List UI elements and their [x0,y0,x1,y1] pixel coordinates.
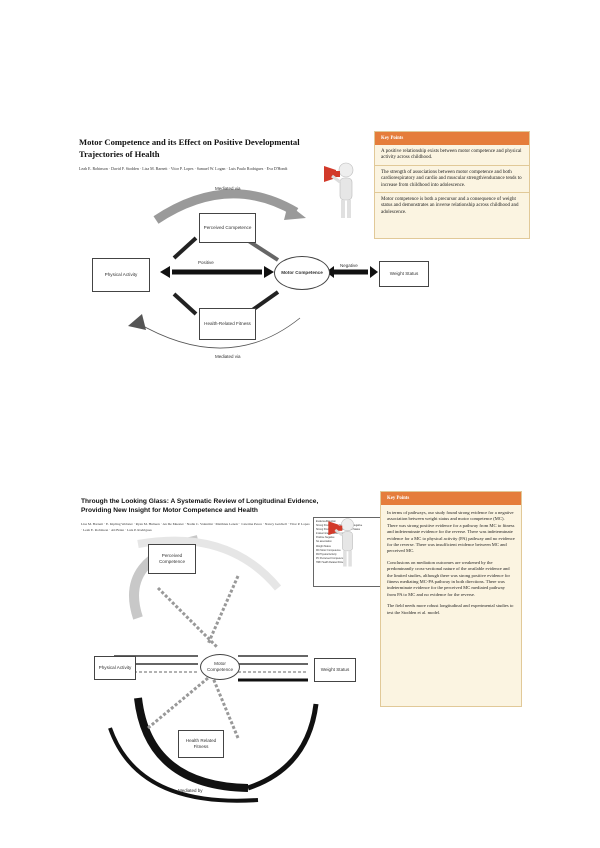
health-fitness-box: Health-Related Fitness [199,308,256,340]
physical-activity-box: Physical Activity [94,656,136,680]
arrow-pa-pc [174,238,196,258]
key-point: Conclusions on mediation outcomes are we… [381,560,521,598]
arrowhead [160,266,170,278]
slide2-key-points: Key Points In terms of pathways, our stu… [380,491,522,707]
presenter-megaphone-icon [316,160,368,222]
physical-activity-box: Physical Activity [92,258,150,292]
slide1-authors: Leah E. Robinson · David F. Stodden · Li… [79,166,289,172]
arrow-pa-hrf [174,294,196,314]
arrowhead [128,314,146,330]
key-point: A positive relationship exists between m… [375,149,529,166]
curve-bottom-right [248,704,316,788]
slide-2: Through the Looking Glass: A Systematic … [78,488,530,813]
dashed-arrow [213,678,238,738]
positive-label: Positive [198,260,214,265]
presenter-megaphone-icon [321,516,367,570]
key-points-heading: Key Points [381,492,521,505]
key-points-heading: Key Points [375,132,529,145]
motor-competence-ellipse: Motor Competence [274,256,330,290]
key-point: Motor competence is both a precursor and… [375,197,529,219]
key-point: The field needs more robust longitudinal… [381,603,521,616]
mediated-top-label: Mediated via [215,186,241,191]
weight-status-box: Weight Status [314,658,356,682]
arrowhead [370,266,378,278]
weight-status-box: Weight Status [379,261,429,287]
arrowhead [264,266,274,278]
key-point: The strength of associations between mot… [375,170,529,193]
motor-competence-ellipse: Motor Competence [200,654,240,680]
mediated-by-label: Mediated by [178,788,203,793]
dashed-arrow [158,588,218,648]
negative-label: Negative [340,263,358,268]
mediated-bottom-label: Mediated via [215,354,241,359]
perceived-competence-box: Perceived Competence [199,213,256,243]
slide2-title: Through the Looking Glass: A Systematic … [81,497,321,515]
slide-1: Motor Competence and its Effect on Posit… [78,128,530,363]
health-fitness-box: Health Related Fitness [178,730,224,758]
key-point: In terms of pathways, our study found st… [381,510,521,555]
slide1-title: Motor Competence and its Effect on Posit… [79,136,319,160]
dashed-arrow [148,678,208,728]
dashed-arrow [208,576,238,644]
perceived-competence-box: Perceived Competence [148,544,196,574]
slide1-key-points: Key Points A positive relationship exist… [374,131,530,239]
